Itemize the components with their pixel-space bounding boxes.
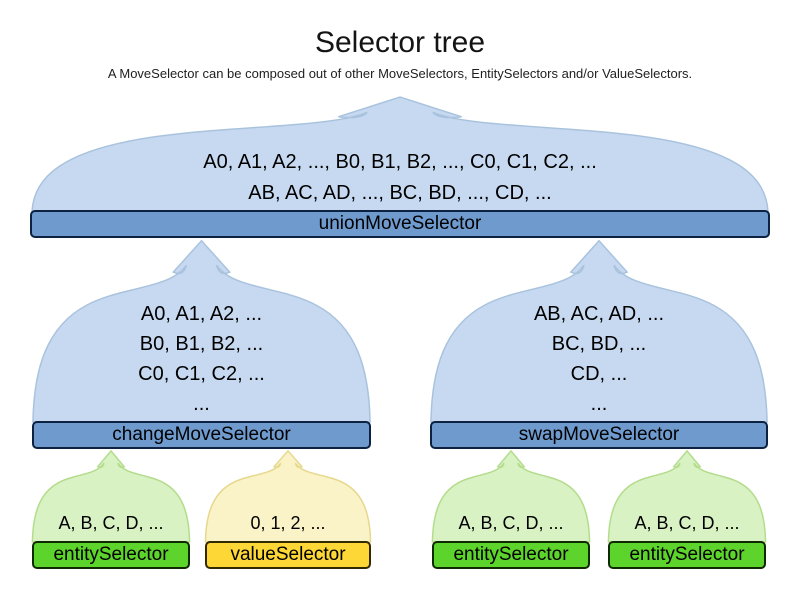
entity-selection-items: A, B, C, D, ...: [608, 512, 766, 534]
union-selection-items: A0, A1, A2, ..., B0, B1, B2, ..., C0, C1…: [30, 147, 770, 209]
swap-selection-items: AB, AC, AD, ... BC, BD, ... CD, ... ...: [430, 299, 768, 419]
swap-move-selector-bar: swapMoveSelector: [430, 421, 768, 449]
selection-items-line: ...: [590, 393, 608, 415]
value-selection-items: 0, 1, 2, ...: [205, 512, 371, 534]
selection-items-line: A0, A1, A2, ...: [140, 303, 263, 325]
selection-items-line: 0, 1, 2, ...: [250, 513, 326, 533]
change-selection-items: A0, A1, A2, ... B0, B1, B2, ... C0, C1, …: [32, 299, 371, 419]
change-move-selector-bar: changeMoveSelector: [32, 421, 371, 449]
entity-selection-items: A, B, C, D, ...: [32, 512, 190, 534]
value-selector-bar: valueSelector: [205, 541, 371, 569]
selection-items-line: A, B, C, D, ...: [458, 513, 564, 533]
selection-items-line: AB, AC, AD, ...: [533, 303, 665, 325]
selection-items-line: AB, AC, AD, ..., BC, BD, ..., CD, ...: [248, 182, 552, 204]
page-title: Selector tree: [314, 26, 486, 59]
selection-items-line: A, B, C, D, ...: [58, 513, 164, 533]
selection-items-line: BC, BD, ...: [551, 333, 647, 355]
selection-items-line: B0, B1, B2, ...: [139, 333, 264, 355]
entity-selector-bar: entitySelector: [32, 541, 190, 569]
selection-items-line: CD, ...: [570, 363, 628, 385]
entity-selector-bar: entitySelector: [608, 541, 766, 569]
selection-items-line: A, B, C, D, ...: [634, 513, 740, 533]
selection-items-line: A0, A1, A2, ..., B0, B1, B2, ..., C0, C1…: [203, 151, 597, 173]
selection-items-line: ...: [193, 393, 210, 415]
selection-items-line: C0, C1, C2, ...: [138, 363, 265, 385]
entity-selection-items: A, B, C, D, ...: [432, 512, 590, 534]
entity-selector-bar: entitySelector: [432, 541, 590, 569]
page-subtitle: A MoveSelector can be composed out of ot…: [107, 66, 693, 81]
union-move-selector-bar: unionMoveSelector: [30, 210, 770, 238]
